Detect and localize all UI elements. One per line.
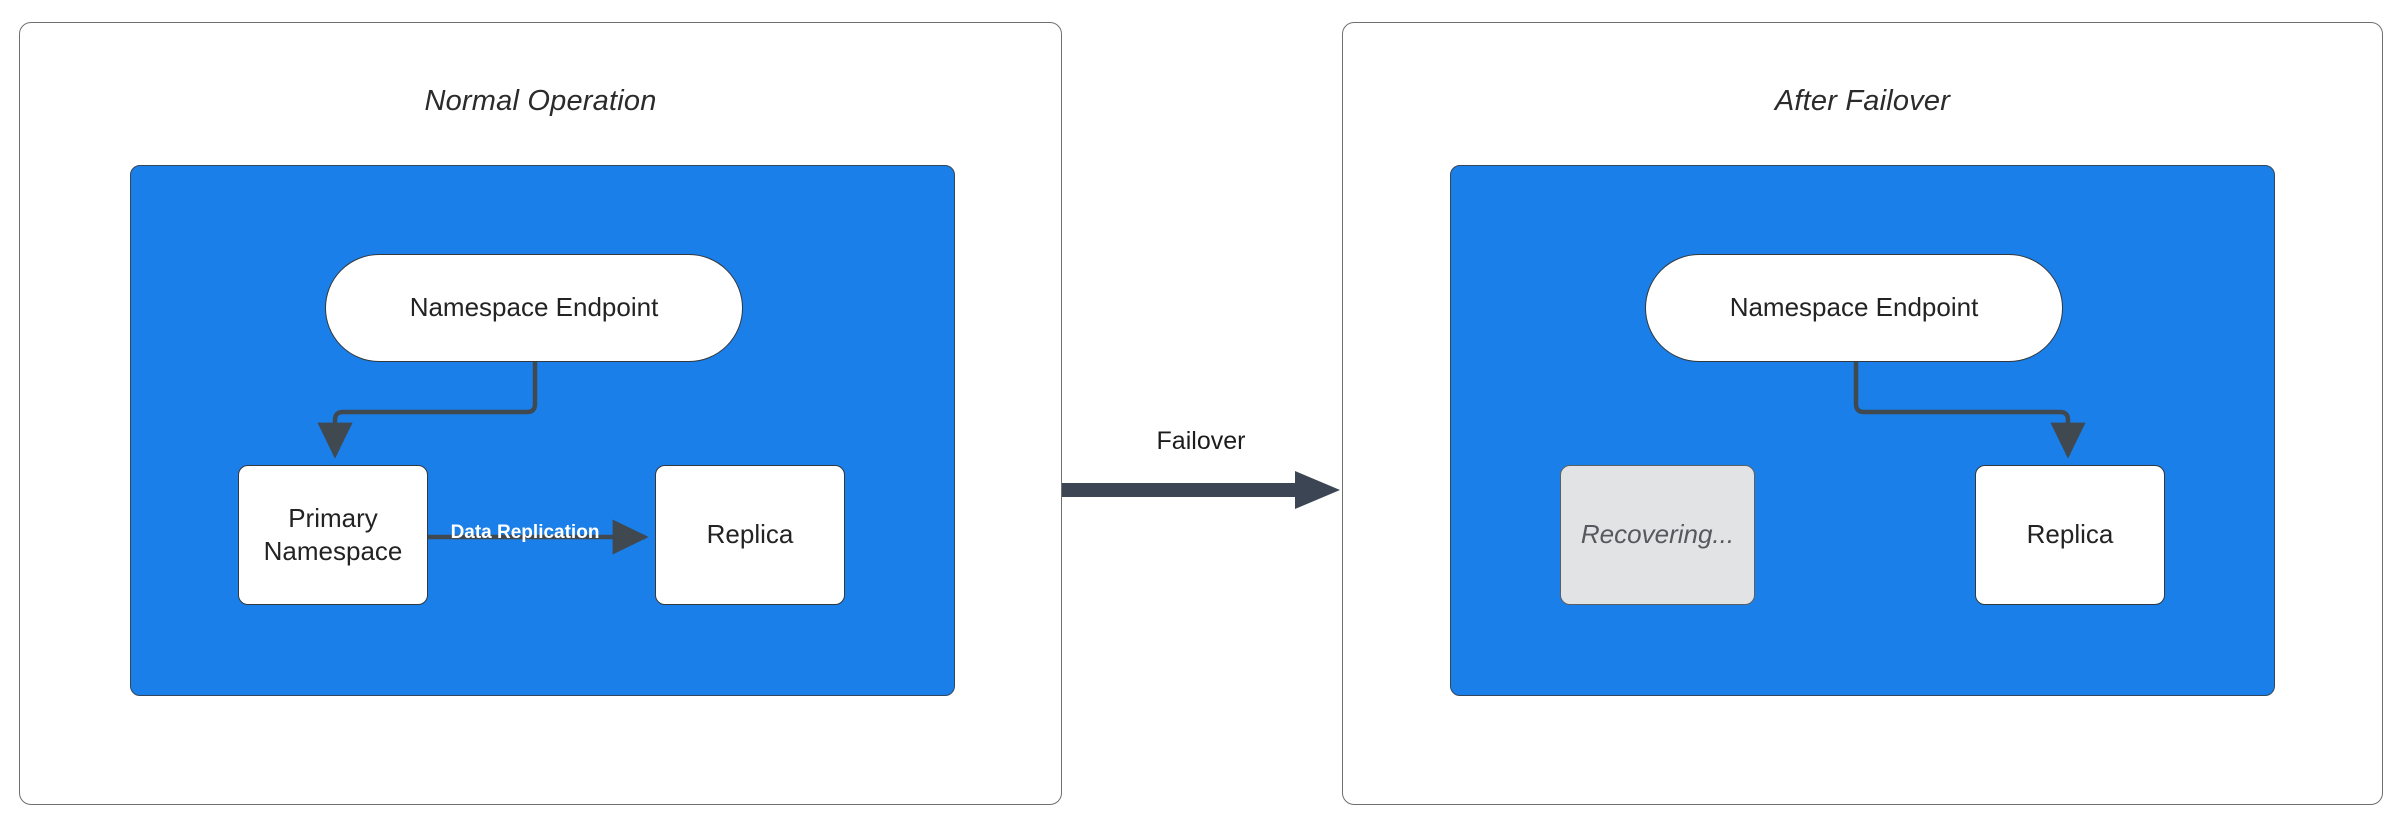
cluster-normal-operation xyxy=(130,165,955,696)
node-label-replica-failover: Replica xyxy=(2026,519,2114,550)
node-label-replica-normal: Replica xyxy=(706,519,794,550)
node-primary-namespace[interactable]: Primary Namespace xyxy=(238,465,428,605)
edge-label-data-replication: Data Replication xyxy=(450,522,600,543)
node-replica-failover[interactable]: Replica xyxy=(1975,465,2165,605)
transition-label-failover: Failover xyxy=(1156,427,1246,455)
node-label-namespace-endpoint-failover: Namespace Endpoint xyxy=(1729,292,1979,323)
panel-title-after-failover: After Failover xyxy=(1774,85,1951,117)
node-recovering[interactable]: Recovering... xyxy=(1560,465,1755,605)
node-label-recovering: Recovering... xyxy=(1580,519,1735,550)
node-label-namespace-endpoint-normal: Namespace Endpoint xyxy=(409,292,659,323)
node-namespace-endpoint-normal[interactable]: Namespace Endpoint xyxy=(325,254,743,362)
cluster-after-failover xyxy=(1450,165,2275,696)
panel-title-normal-operation: Normal Operation xyxy=(424,85,657,117)
node-replica-normal[interactable]: Replica xyxy=(655,465,845,605)
node-label-primary-namespace: Primary Namespace xyxy=(263,502,403,566)
transition-arrow-failover xyxy=(1062,471,1340,509)
node-namespace-endpoint-failover[interactable]: Namespace Endpoint xyxy=(1645,254,2063,362)
